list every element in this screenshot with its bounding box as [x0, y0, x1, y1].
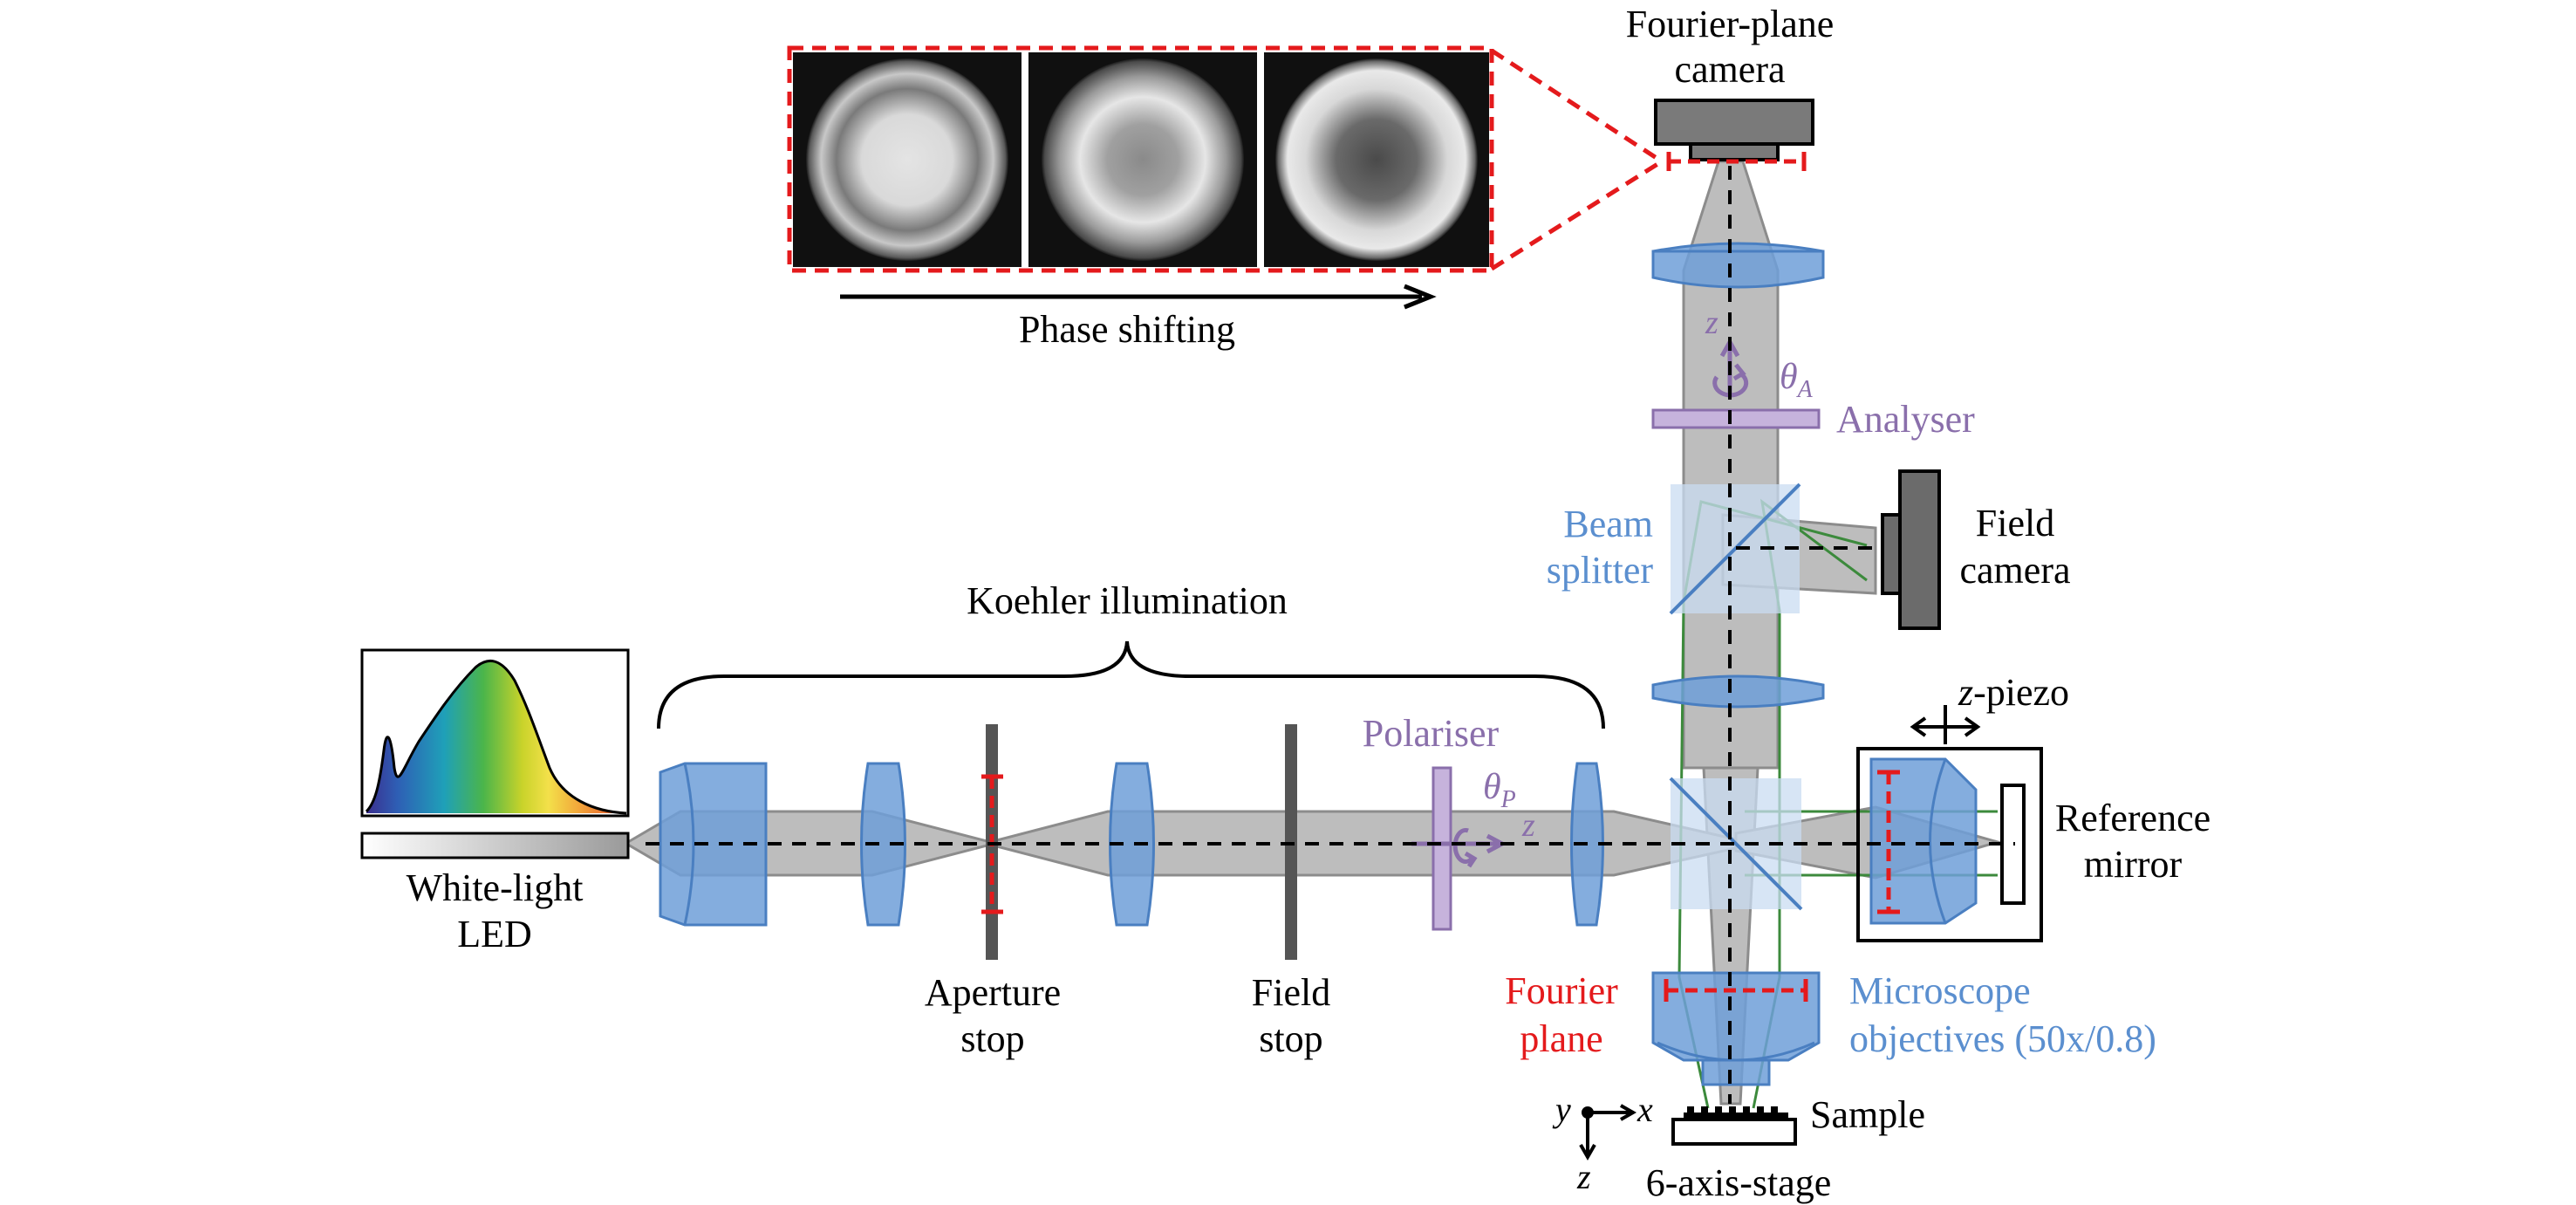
field-camera — [1881, 469, 1941, 630]
fourier-plane-camera — [1654, 99, 1814, 171]
illumination-lens-2 — [860, 762, 906, 927]
objective-sample — [1651, 971, 1821, 1086]
z-piezo-arrow — [1910, 705, 1981, 744]
beam-splitter-lower — [1669, 777, 1803, 911]
polariser-z-label: z — [1521, 807, 1535, 844]
white-light-led — [360, 832, 630, 859]
analyser-theta-sub: A — [1796, 376, 1814, 403]
reference-mirror-label-1: Reference — [2055, 797, 2210, 839]
polariser — [1431, 766, 1452, 931]
phase-shifting-arrow — [840, 284, 1437, 310]
field-stop-label-1: Field — [1252, 971, 1330, 1014]
field-stop-label-2: stop — [1259, 1017, 1322, 1060]
tube-lens-upper — [1651, 242, 1825, 289]
phase-shifting-label: Phase shifting — [1019, 308, 1235, 351]
analyser — [1651, 408, 1821, 429]
analyser-z-label: z — [1705, 305, 1718, 341]
stage — [1671, 1118, 1797, 1146]
z-piezo-text: -piezo — [1973, 671, 2069, 714]
analyser-theta-label: θA — [1780, 357, 1814, 403]
beam-splitter-upper — [1669, 483, 1801, 615]
objectives-label-2: objectives (50x/0.8) — [1849, 1017, 2156, 1060]
phase-shifting-images — [787, 45, 1664, 273]
sample-label: Sample — [1810, 1093, 1925, 1136]
coordinate-axes — [1579, 1104, 1637, 1161]
field-camera-label-1: Field — [1976, 502, 2054, 544]
tube-lens-middle — [1651, 674, 1825, 709]
coord-y-label: y — [1552, 1090, 1571, 1129]
stage-label: 6-axis-stage — [1646, 1161, 1832, 1204]
z-piezo-var: z — [1958, 671, 1973, 714]
objectives-label-1: Microscope — [1849, 969, 2031, 1012]
collector-lens — [659, 762, 768, 927]
analyser-label: Analyser — [1836, 398, 1975, 441]
polariser-label: Polariser — [1363, 712, 1500, 755]
fourier-camera-label-1: Fourier-plane — [1626, 3, 1835, 45]
koehler-label: Koehler illumination — [967, 579, 1288, 622]
aperture-stop-label-2: stop — [960, 1017, 1024, 1060]
led-label-1: White-light — [407, 866, 584, 909]
fourier-plane-label-2: plane — [1520, 1017, 1602, 1060]
polariser-theta: θ — [1483, 767, 1501, 807]
coord-z-label: z — [1576, 1157, 1591, 1196]
beam-splitter-label-1: Beam — [1563, 503, 1653, 545]
reference-mirror-label-2: mirror — [2084, 843, 2183, 886]
fourier-camera-label-2: camera — [1675, 48, 1786, 91]
coord-x-label: x — [1636, 1090, 1653, 1129]
z-piezo-label: z-piezo — [1958, 671, 2069, 714]
led-label-2: LED — [457, 913, 532, 955]
led-spectrum-plot — [360, 648, 630, 818]
reference-arm-box — [1856, 747, 2043, 942]
aperture-stop-label-1: Aperture — [925, 971, 1061, 1014]
fourier-plane-label-1: Fourier — [1505, 969, 1618, 1012]
koehler-brace — [657, 640, 1605, 729]
field-camera-label-2: camera — [1960, 549, 2071, 592]
analyser-theta: θ — [1780, 357, 1798, 397]
polariser-theta-sub: P — [1500, 786, 1516, 813]
sample — [1684, 1106, 1788, 1119]
polariser-theta-label: θP — [1483, 767, 1516, 813]
beam-splitter-label-2: splitter — [1547, 549, 1654, 592]
illumination-lens-3 — [1109, 762, 1155, 927]
